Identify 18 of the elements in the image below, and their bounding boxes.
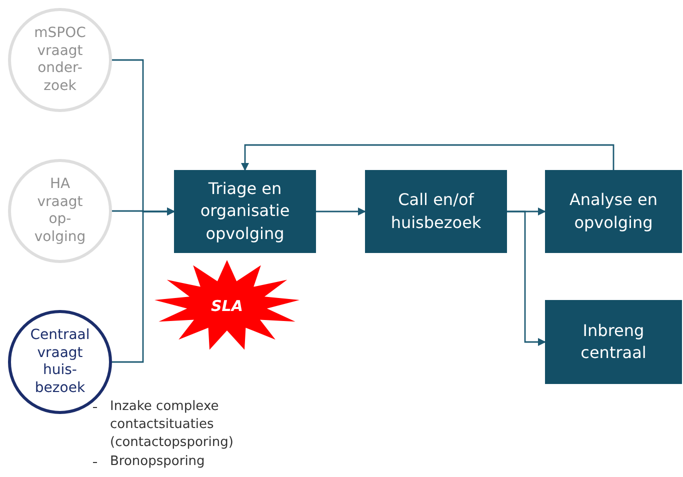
- connector-arrow: [315, 208, 366, 216]
- bullet-item: Bronopsporing: [92, 452, 280, 471]
- connector-arrow: [507, 210, 546, 346]
- node-label: Analyse en opvolging: [568, 189, 659, 234]
- process-box: [545, 300, 682, 384]
- process-box: [545, 170, 682, 253]
- node-label: Call en/of huisbezoek: [390, 189, 482, 234]
- process-box: [365, 170, 507, 253]
- node-label: HA vraagt op-volging: [33, 176, 87, 246]
- burst-label: SLA: [211, 296, 243, 314]
- connector-arrow: [241, 144, 614, 171]
- bullet-item: Inzake complexe contactsituaties (contactopsporing): [92, 398, 280, 453]
- process-box: [174, 170, 316, 253]
- node-label: Triage en organisatie opvolging: [199, 178, 291, 245]
- node-label: Inbreng centraal: [580, 320, 648, 364]
- connector-arrow: [112, 208, 175, 363]
- node-label: mSPOC vraagt onder-zoek: [33, 25, 87, 95]
- node-label: Centraal vraagt huis-bezoek: [29, 327, 91, 397]
